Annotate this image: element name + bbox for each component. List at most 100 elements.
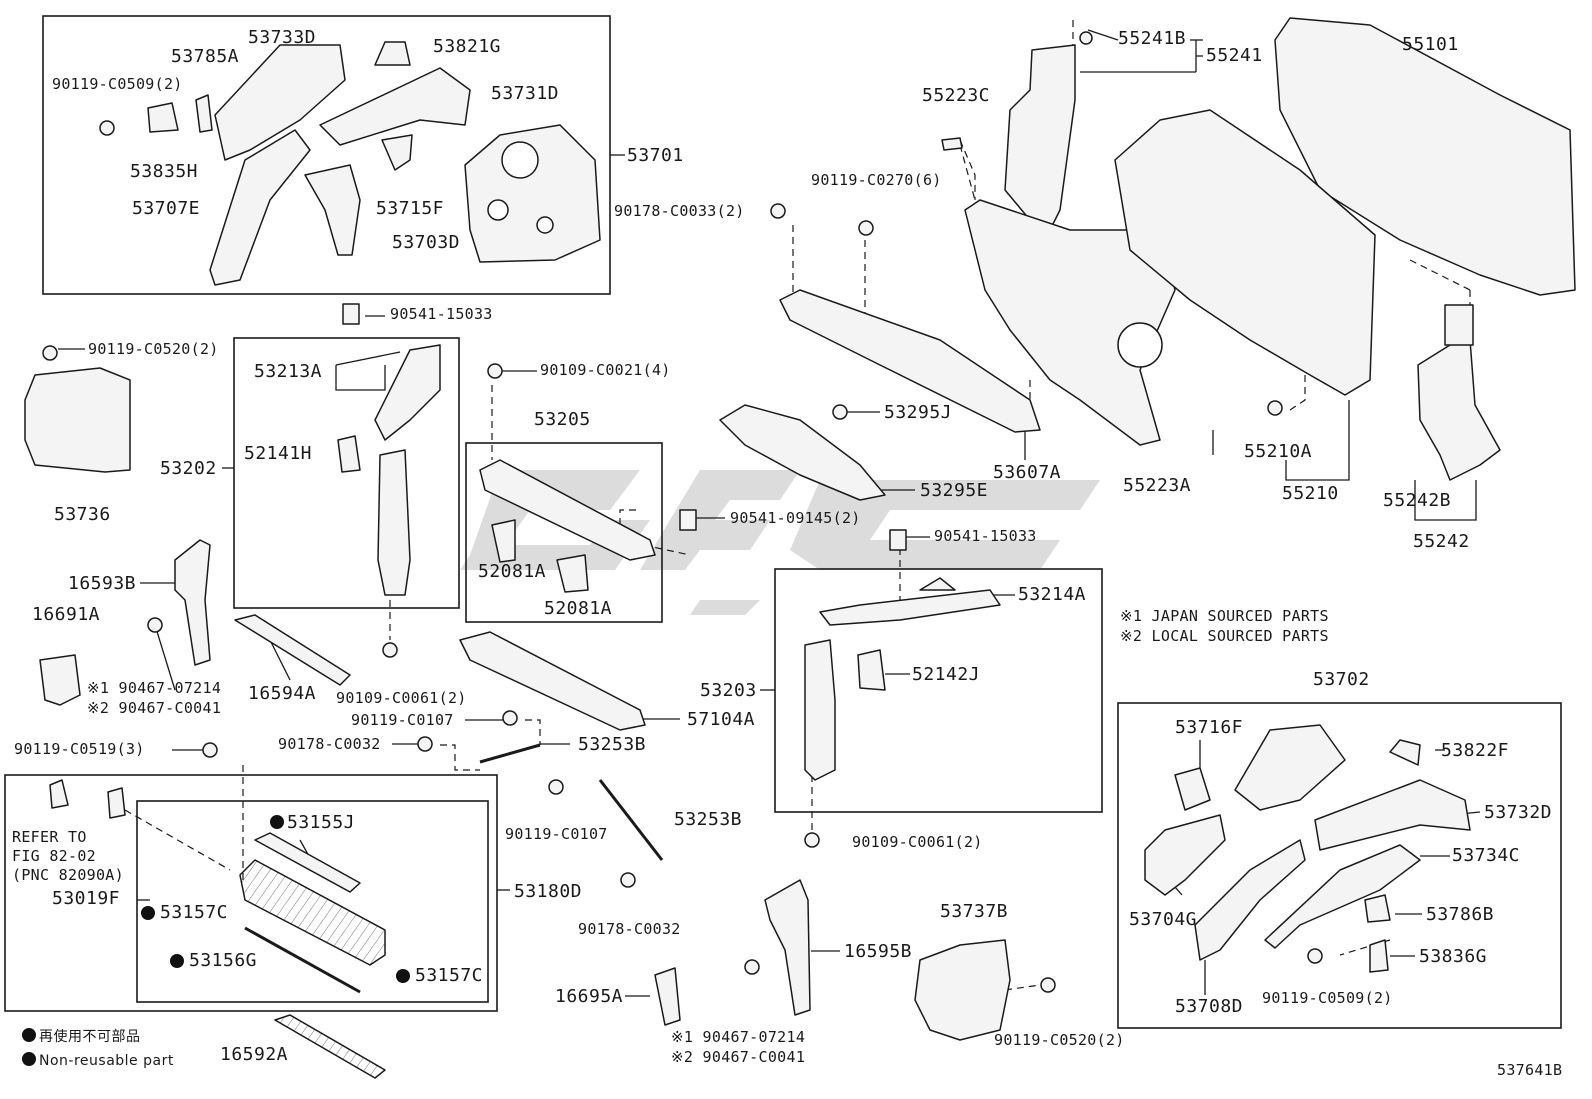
part-53734C xyxy=(1264,844,1421,949)
label-53295J: 53295J xyxy=(884,402,953,423)
part-53836G xyxy=(1369,939,1389,973)
label-90541-15033-a: 90541-15033 xyxy=(390,305,493,323)
label-53708D: 53708D xyxy=(1175,996,1244,1017)
non-reusable-dot-53157C-b xyxy=(396,969,410,983)
part-53732D xyxy=(1314,779,1471,851)
label-53836G: 53836G xyxy=(1419,946,1488,967)
part-55101 xyxy=(1274,17,1576,296)
label-52142J: 52142J xyxy=(912,664,981,685)
legend-jp-text: 再使用不可部品 xyxy=(39,1029,141,1045)
bolt-90467-a xyxy=(147,617,163,633)
label-figure-number: 537641B xyxy=(1497,1061,1563,1079)
label-53701: 53701 xyxy=(627,145,684,166)
part-53203-upright xyxy=(804,639,836,781)
label-53157C-b: 53157C xyxy=(415,965,484,986)
note-local-sourced: ※2 LOCAL SOURCED PARTS xyxy=(1120,627,1329,645)
part-53202-upright xyxy=(377,449,411,596)
label-55223A: 55223A xyxy=(1123,475,1192,496)
label-53295E: 53295E xyxy=(920,480,989,501)
label-90178-C0032-a: 90178-C0032 xyxy=(278,735,381,753)
label-53737B: 53737B xyxy=(940,901,1009,922)
label-53734C: 53734C xyxy=(1452,845,1521,866)
part-53214A-bracket xyxy=(919,577,956,591)
bolt-90178-C0032-b xyxy=(620,872,636,888)
part-53704G xyxy=(1144,814,1226,896)
legend-non-reusable-jp: 再使用不可部品 xyxy=(22,1028,141,1045)
label-90109-C0061-b: 90109-C0061(2) xyxy=(852,833,983,851)
part-16595B xyxy=(764,879,811,1016)
label-90119-C0519: 90119-C0519(3) xyxy=(14,740,145,758)
bolt-90119-C0270 xyxy=(858,220,874,236)
part-53019F xyxy=(239,859,386,966)
label-90541-15033-b: 90541-15033 xyxy=(934,527,1037,545)
part-53205-beam xyxy=(479,459,656,561)
label-53731D: 53731D xyxy=(491,83,560,104)
label-90467-07214-a: ※1 90467-07214 xyxy=(87,679,222,697)
part-53707E xyxy=(209,129,311,286)
label-refer-fig: FIG 82-02 xyxy=(12,847,96,865)
label-55241B: 55241B xyxy=(1118,28,1187,49)
label-53019F: 53019F xyxy=(52,888,121,909)
part-53701 xyxy=(464,124,601,263)
part-53736 xyxy=(24,367,131,473)
bolt-90109-C0061-b xyxy=(804,832,820,848)
part-53295E xyxy=(719,404,886,501)
label-55242: 55242 xyxy=(1413,531,1470,552)
clip-90119-C0520-b xyxy=(1040,977,1056,993)
bolt-90467-b xyxy=(744,959,760,975)
part-53214A xyxy=(819,589,1001,626)
part-53786B xyxy=(1364,894,1391,923)
label-16594A: 16594A xyxy=(248,683,317,704)
label-90119-C0270: 90119-C0270(6) xyxy=(811,171,942,189)
legend-non-reusable-en: Non-reusable part xyxy=(22,1052,174,1069)
label-52141H: 52141H xyxy=(244,443,313,464)
part-53731D xyxy=(319,67,471,146)
part-53156G xyxy=(244,926,361,994)
label-53155J: 53155J xyxy=(270,813,355,833)
part-refer-bracket-2 xyxy=(107,787,126,819)
label-53205: 53205 xyxy=(534,409,591,430)
label-53253B-b: 53253B xyxy=(674,809,743,830)
label-90119-C0107-b: 90119-C0107 xyxy=(505,825,608,843)
label-90119-C0107-a: 90119-C0107 xyxy=(351,711,454,729)
label-55242B: 55242B xyxy=(1383,490,1452,511)
label-90541-09145: 90541-09145(2) xyxy=(730,509,861,527)
part-53822F xyxy=(1389,739,1421,766)
part-53213A xyxy=(374,344,441,441)
part-53716F xyxy=(1174,767,1211,811)
part-53155J xyxy=(254,832,361,893)
bolt-90541-15033-a xyxy=(342,303,360,325)
part-53702-upper xyxy=(1234,724,1346,811)
label-53702: 53702 xyxy=(1313,669,1370,690)
label-90109-C0021: 90109-C0021(4) xyxy=(540,361,671,379)
part-55223A xyxy=(964,199,1176,446)
part-16593B xyxy=(174,539,211,666)
legend-dot-en xyxy=(22,1052,36,1066)
label-90467-C0041-a: ※2 90467-C0041 xyxy=(87,699,222,717)
label-90467-07214-b: ※1 90467-07214 xyxy=(671,1028,806,1046)
label-53607A: 53607A xyxy=(993,462,1062,483)
bolt-90119-C0107-b xyxy=(548,779,564,795)
bolt-90541-09145 xyxy=(679,509,697,531)
part-55223C xyxy=(941,137,963,151)
label-16592A: 16592A xyxy=(220,1044,289,1065)
label-90119-C0520-b: 90119-C0520(2) xyxy=(994,1031,1125,1049)
part-55242 xyxy=(1417,339,1501,481)
label-90119-C0509-bot: 90119-C0509(2) xyxy=(1262,989,1393,1007)
part-53708D xyxy=(1194,839,1306,961)
non-reusable-dot xyxy=(270,815,284,829)
label-55210A: 55210A xyxy=(1244,441,1313,462)
rod-53253B-a xyxy=(479,743,541,764)
label-53716F: 53716F xyxy=(1175,717,1244,738)
legend-en-text: Non-reusable part xyxy=(39,1053,174,1069)
part-53715F xyxy=(381,134,413,171)
label-52081A-b: 52081A xyxy=(544,598,613,619)
bolt-90119-C0519 xyxy=(202,742,218,758)
label-53835H: 53835H xyxy=(130,161,199,182)
label-53732D: 53732D xyxy=(1484,802,1553,823)
label-90109-C0061-a: 90109-C0061(2) xyxy=(336,689,467,707)
part-shapes xyxy=(24,17,1576,1079)
bolt-90119-C0509-top xyxy=(99,120,115,136)
label-16593B: 16593B xyxy=(68,573,137,594)
